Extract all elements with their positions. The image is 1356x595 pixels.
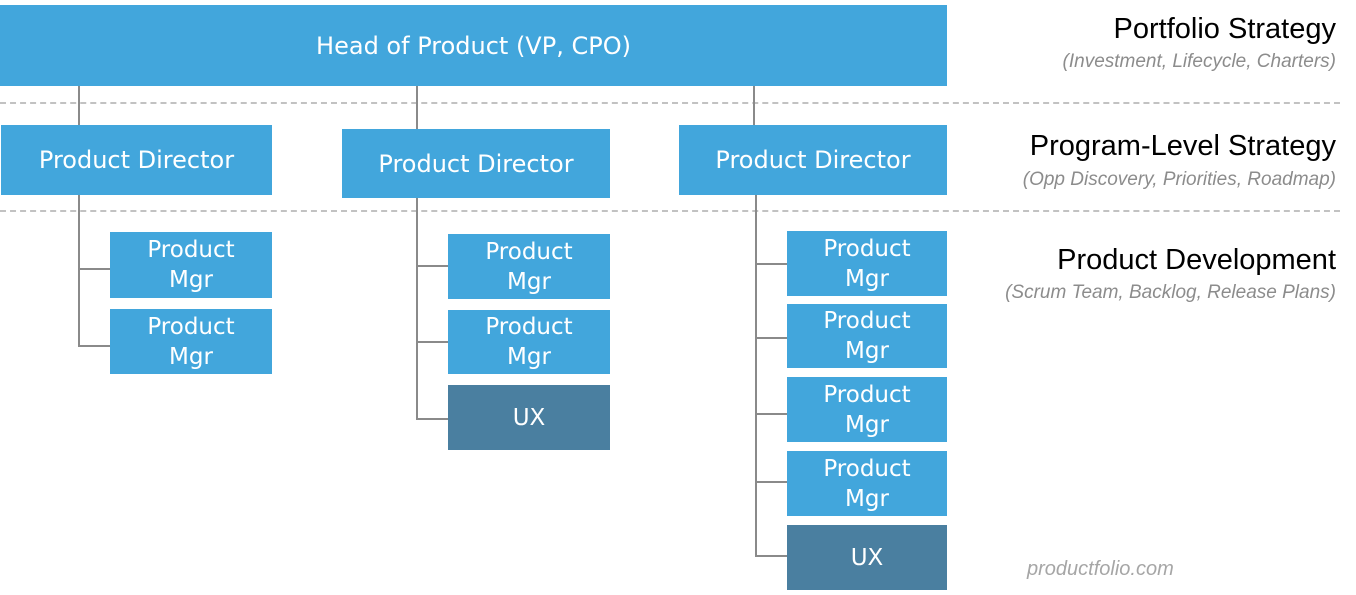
director-label: Product Director [38, 146, 235, 174]
level-subtitle-program: (Opp Discovery, Priorities, Roadmap) [1022, 169, 1336, 190]
level-title-program: Program-Level Strategy [1029, 130, 1336, 162]
level-divider [0, 210, 1340, 212]
connector-line [416, 341, 448, 343]
level-title-portfolio: Portfolio Strategy [1113, 13, 1336, 45]
product-director-box: Product Director [1, 125, 272, 195]
connector-line [78, 268, 110, 270]
product-director-box: Product Director [342, 129, 610, 198]
product-mgr-box: Product Mgr [448, 310, 610, 374]
director-label: Product Director [715, 146, 911, 174]
product-mgr-box: Product Mgr [787, 377, 947, 442]
product-mgr-box: Product Mgr [787, 304, 947, 368]
connector-line [755, 263, 787, 265]
connector-line [78, 195, 80, 347]
ux-box: UX [448, 385, 610, 450]
credit-text: productfolio.com [1027, 558, 1174, 580]
head-label: Head of Product (VP, CPO) [316, 31, 631, 60]
connector-line [78, 86, 80, 126]
product-director-box: Product Director [679, 125, 947, 195]
connector-line [755, 337, 787, 339]
connector-line [755, 413, 787, 415]
level-subtitle-product-dev: (Scrum Team, Backlog, Release Plans) [1005, 282, 1336, 303]
connector-line [753, 86, 755, 126]
connector-line [416, 265, 448, 267]
product-mgr-box: Product Mgr [110, 309, 272, 374]
connector-line [755, 555, 787, 557]
connector-line [755, 195, 757, 557]
director-label: Product Director [378, 149, 574, 178]
connector-line [416, 86, 418, 129]
product-mgr-box: Product Mgr [787, 231, 947, 296]
product-mgr-box: Product Mgr [448, 234, 610, 299]
head-of-product-box: Head of Product (VP, CPO) [0, 5, 947, 86]
product-mgr-box: Product Mgr [787, 451, 947, 516]
ux-box: UX [787, 525, 947, 590]
connector-line [755, 481, 787, 483]
level-subtitle-portfolio: (Investment, Lifecycle, Charters) [1062, 51, 1336, 72]
connector-line [416, 198, 418, 420]
level-title-product-dev: Product Development [1057, 244, 1336, 276]
level-divider [0, 102, 1340, 104]
connector-line [78, 345, 110, 347]
connector-line [416, 418, 448, 420]
product-mgr-box: Product Mgr [110, 232, 272, 298]
